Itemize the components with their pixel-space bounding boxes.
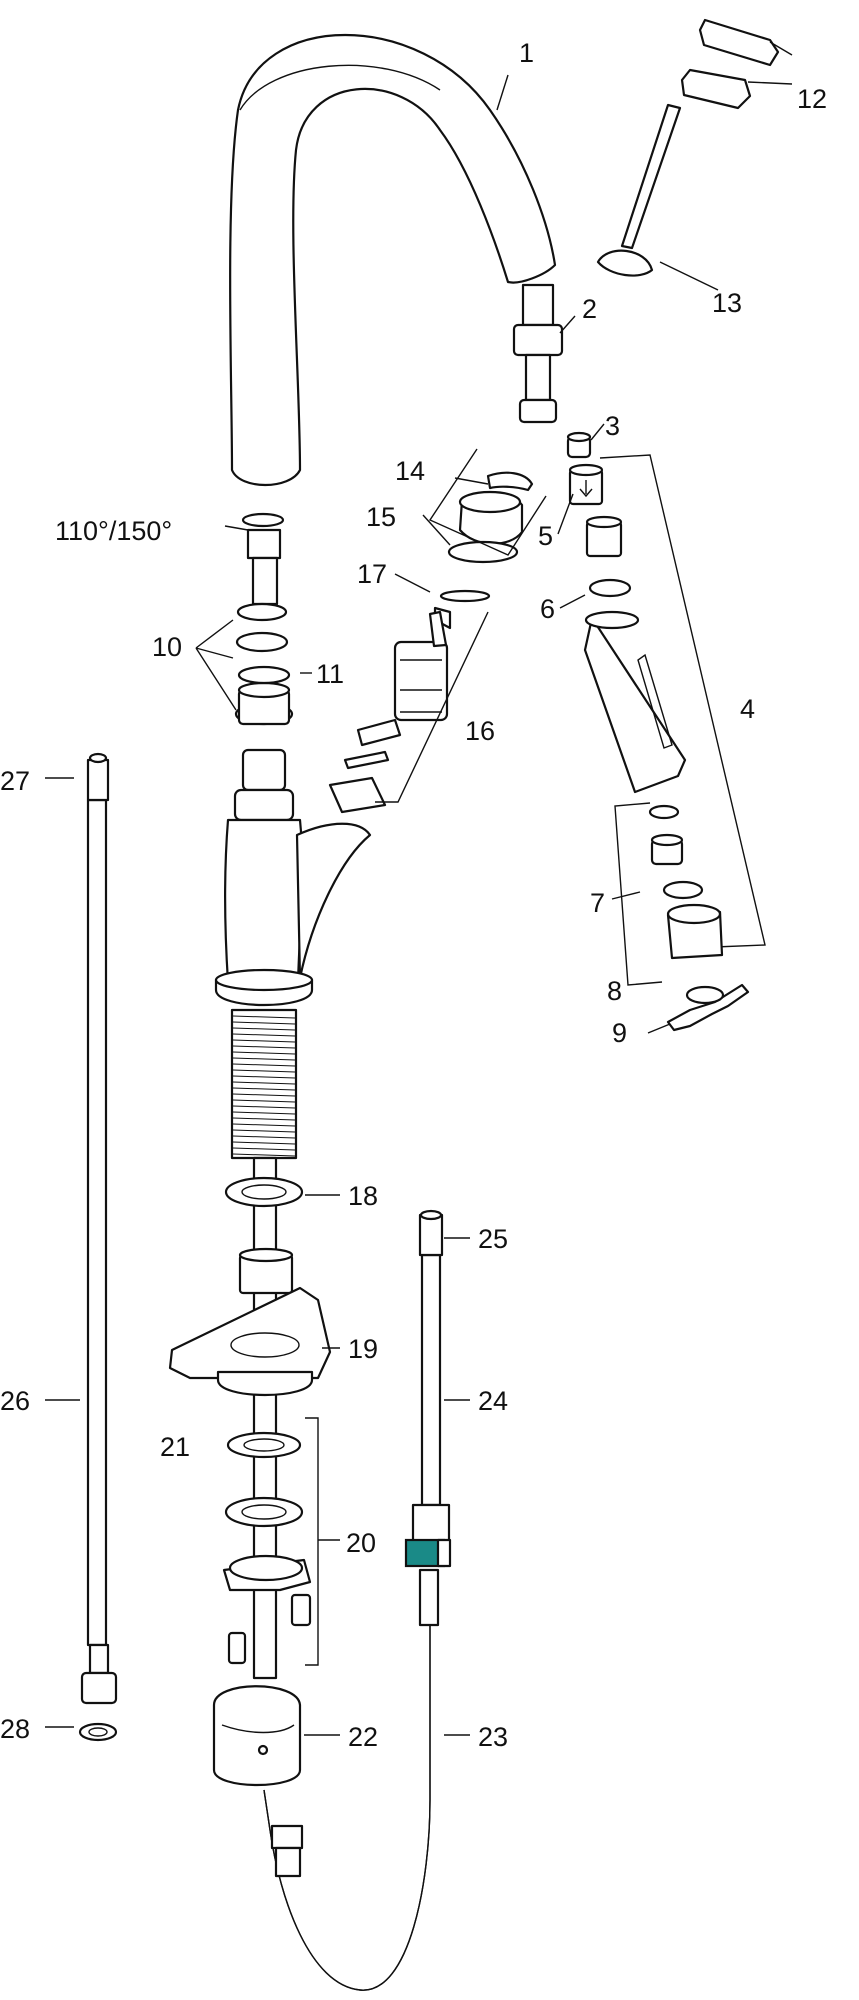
part-22-weight	[212, 1685, 302, 1787]
part-screws	[227, 1593, 312, 1665]
callout-18: 18	[348, 1181, 378, 1211]
callout-4: 4	[740, 694, 755, 724]
callout-12: 12	[797, 84, 827, 114]
callout-8: 8	[607, 976, 622, 1006]
callout-6: 6	[540, 594, 555, 624]
callout-17: 17	[357, 559, 387, 589]
callout-1: 1	[519, 38, 534, 68]
bracket-20	[305, 1417, 319, 1666]
part-4-inner-sleeve	[585, 515, 623, 558]
callout-7: 7	[590, 888, 605, 918]
part-nut-upper	[238, 1247, 294, 1295]
part-3-nut	[566, 431, 592, 459]
callout-3: 3	[605, 411, 620, 441]
callout-9: 9	[612, 1018, 627, 1048]
bracket-16	[375, 611, 489, 803]
callout-24: 24	[478, 1386, 508, 1416]
callout-27: 27	[0, 766, 30, 796]
bracket-14	[428, 448, 547, 556]
part-threaded-shank	[230, 1008, 298, 1160]
callout-16: 16	[465, 716, 495, 746]
callout-26: 26	[0, 1386, 30, 1416]
part-6-o-ring	[588, 578, 632, 598]
callout-14: 14	[395, 456, 425, 486]
part-19-plate	[168, 1286, 332, 1397]
callout-28: 28	[0, 1714, 30, 1744]
part-15-ring	[447, 540, 519, 564]
part-11-o-ring	[237, 665, 291, 685]
part-14-cartridge-cap	[458, 471, 534, 545]
part-24-hose	[418, 1209, 444, 1507]
callout-23: 23	[478, 1722, 508, 1752]
part-8-aerator	[666, 903, 724, 960]
part-10-clips	[234, 512, 294, 726]
callout-21: 21	[160, 1432, 190, 1462]
part-13-stem	[596, 103, 682, 277]
part-body	[214, 748, 372, 1007]
part-21-washers	[222, 1431, 312, 1592]
part-26-hose	[80, 752, 118, 1705]
callout-20: 20	[346, 1528, 376, 1558]
callout-15: 15	[366, 502, 396, 532]
part-center-rod	[252, 1156, 278, 1680]
part-16-cartridge	[328, 606, 452, 814]
callout-11: 11	[316, 659, 344, 689]
part-1-spout	[229, 33, 557, 487]
part-17-o-ring	[439, 589, 491, 603]
callout-25: 25	[478, 1224, 508, 1254]
part-2-adapter	[512, 283, 564, 424]
callout-5: 5	[538, 521, 553, 551]
callout-13: 13	[712, 288, 742, 318]
callout-angle: 110°/150°	[55, 516, 172, 546]
callout-2: 2	[582, 294, 597, 324]
part-23-hose	[263, 1568, 440, 1991]
part-5-check-valve	[568, 463, 604, 506]
part-4-spray-head	[583, 610, 687, 794]
part-7-aerator-set	[648, 804, 704, 900]
leader-lines	[45, 41, 793, 1736]
part-12-caps	[680, 18, 780, 110]
bracket-7	[614, 802, 663, 986]
callout-labels: 1 12 13 2 3 14 15 5 110°/150° 17 6 10 11…	[0, 38, 827, 1752]
part-28-washer	[78, 1722, 118, 1742]
callout-10: 10	[152, 632, 182, 662]
part-9-key-tool	[666, 983, 750, 1032]
callout-22: 22	[348, 1722, 378, 1752]
part-25-fitting	[404, 1503, 452, 1568]
part-18-washer	[224, 1176, 304, 1208]
callout-19: 19	[348, 1334, 378, 1364]
bracket-4	[599, 454, 766, 949]
